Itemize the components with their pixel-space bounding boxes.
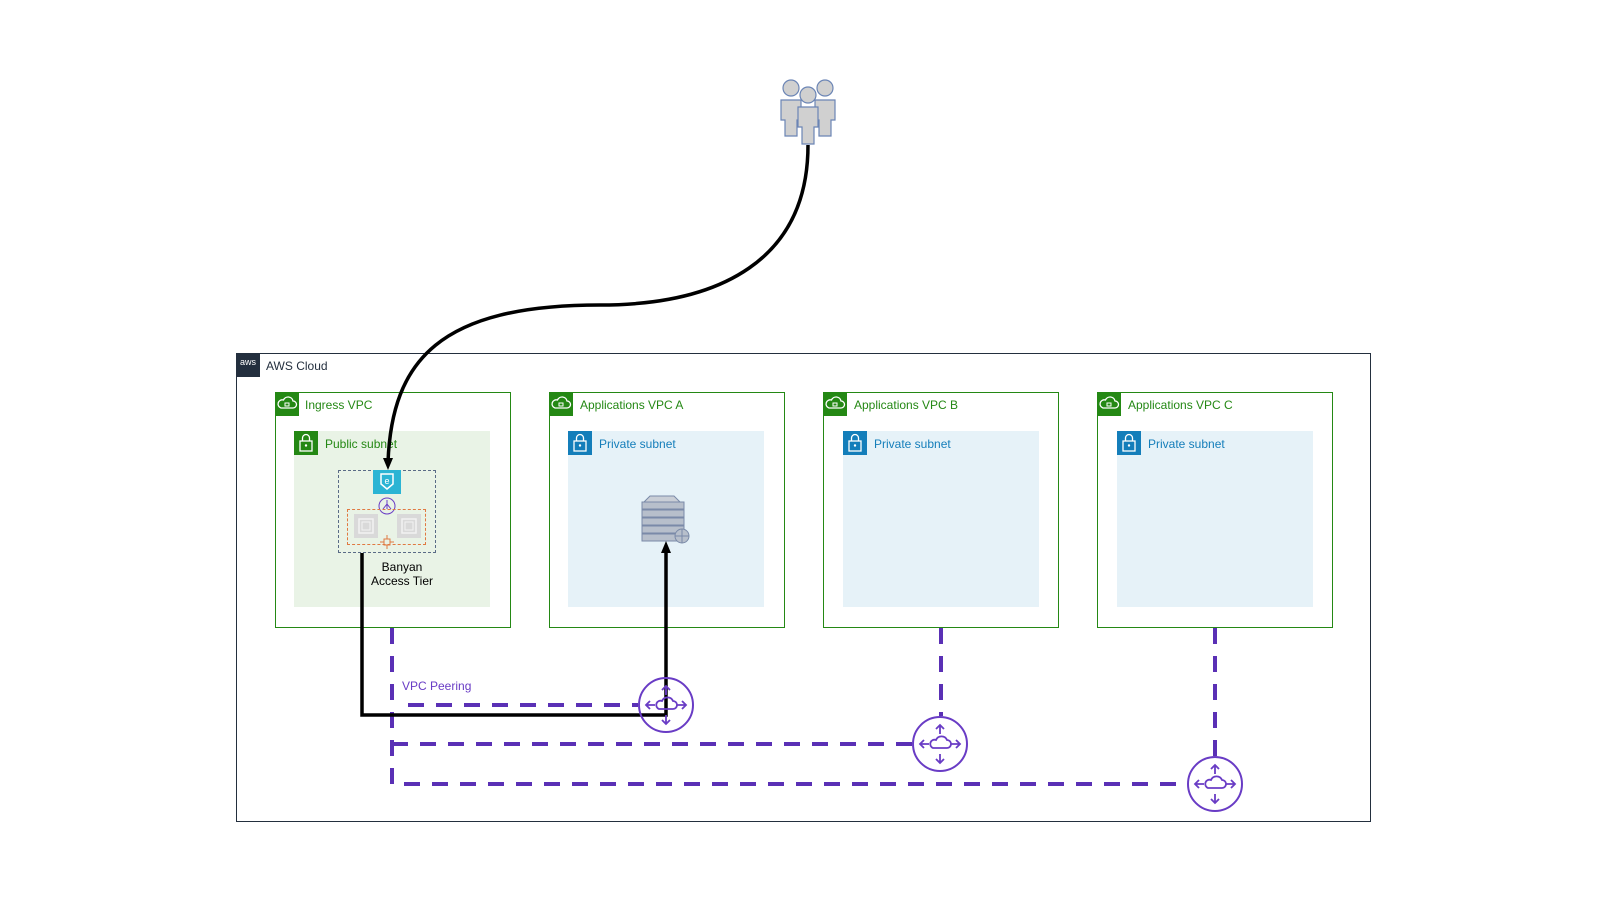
aws-cloud-label: AWS Cloud <box>266 359 328 373</box>
peering-connection-icon[interactable] <box>1187 756 1243 812</box>
vpc-cloud-icon <box>823 392 847 416</box>
private-subnet-b-label: Private subnet <box>874 437 951 451</box>
access-tier-label-line2: Access Tier <box>370 574 433 588</box>
users-icon <box>777 78 841 146</box>
public-subnet-label: Public subnet <box>325 437 398 451</box>
subnet-lock-icon <box>1117 431 1141 455</box>
vpc-c-label: Applications VPC C <box>1128 398 1233 412</box>
svg-text:e: e <box>384 476 389 486</box>
peering-connection-icon[interactable] <box>912 716 968 772</box>
vpc-a-label: Applications VPC A <box>580 398 684 412</box>
aws-logo-icon: aws <box>236 353 260 377</box>
subnet-lock-icon <box>568 431 592 455</box>
vpc-ingress-label: Ingress VPC <box>305 398 373 412</box>
ec2-instance-icon <box>397 514 421 538</box>
vpc-applications-c[interactable] <box>1097 392 1333 628</box>
auto-scaling-icon <box>380 535 394 549</box>
vpc-peering-label: VPC Peering <box>402 679 472 693</box>
private-subnet-b[interactable] <box>843 431 1039 607</box>
elastic-ip-icon: e <box>373 470 401 494</box>
access-tier-label: Banyan Access Tier <box>362 560 442 588</box>
vpc-cloud-icon <box>549 392 573 416</box>
vpc-cloud-icon <box>275 392 299 416</box>
peering-connection-icon[interactable] <box>638 677 694 733</box>
vpc-cloud-icon <box>1097 392 1121 416</box>
vpc-applications-b[interactable] <box>823 392 1059 628</box>
private-subnet-c-label: Private subnet <box>1148 437 1225 451</box>
vpc-b-label: Applications VPC B <box>854 398 959 412</box>
web-server-icon <box>640 494 692 544</box>
subnet-lock-icon <box>294 431 318 455</box>
private-subnet-a-label: Private subnet <box>599 437 676 451</box>
private-subnet-c[interactable] <box>1117 431 1313 607</box>
load-balancer-icon <box>378 497 396 515</box>
access-tier-label-line1: Banyan <box>381 560 423 574</box>
subnet-lock-icon <box>843 431 867 455</box>
ec2-instance-icon <box>354 514 378 538</box>
